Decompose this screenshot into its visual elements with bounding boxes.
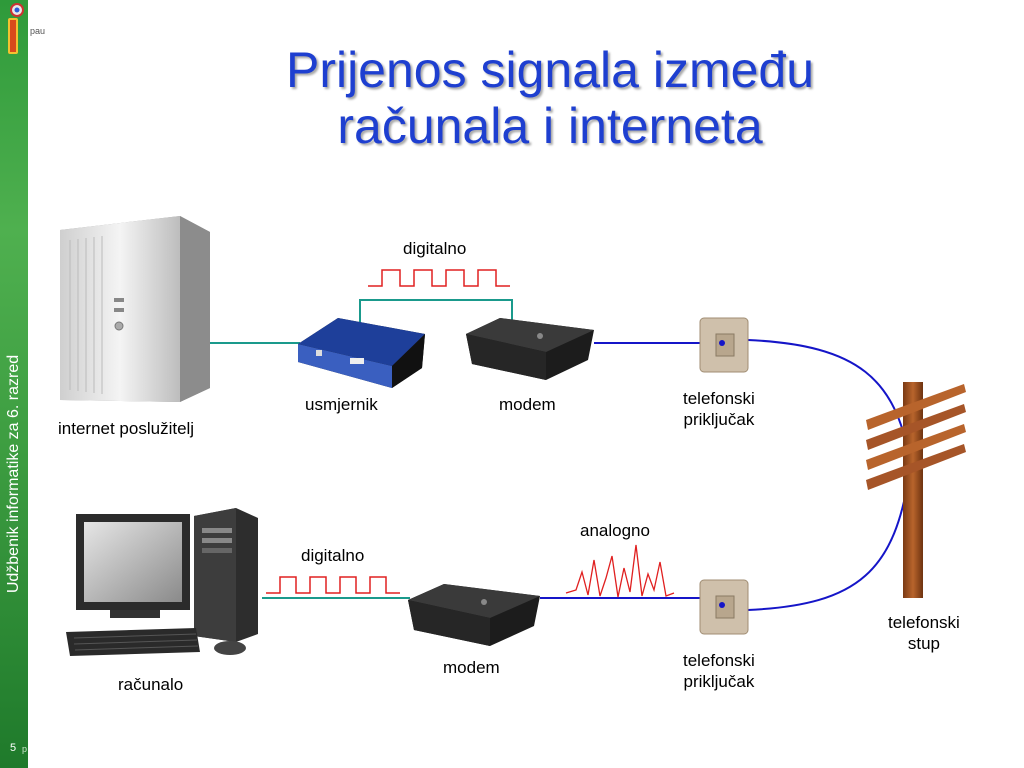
title-line-1: Prijenos signala između bbox=[285, 42, 815, 98]
digital-label-top: digitalno bbox=[403, 239, 467, 258]
digital-label-bottom: digitalno bbox=[301, 546, 365, 565]
server-icon bbox=[60, 216, 210, 402]
jack-top-label: telefonski priključak bbox=[683, 389, 755, 429]
phone-jack-bottom-icon bbox=[699, 579, 749, 635]
router-icon bbox=[298, 318, 425, 388]
modem-bottom-icon bbox=[408, 584, 540, 646]
page-number-suffix-icon: p bbox=[22, 744, 28, 754]
top-link-lines bbox=[208, 299, 513, 344]
modem-bottom-label: modem bbox=[443, 658, 500, 677]
logo-text: pau bbox=[30, 26, 46, 36]
server-label: internet poslužitelj bbox=[58, 419, 195, 438]
computer-label: računalo bbox=[118, 675, 184, 694]
modem-top-label: modem bbox=[499, 395, 556, 414]
telephone-pole-icon bbox=[866, 382, 966, 598]
digital-signal-bottom-icon bbox=[266, 576, 400, 594]
digital-signal-top-icon bbox=[368, 269, 510, 287]
title-line-2: računala i interneta bbox=[337, 98, 763, 154]
computer-icon bbox=[66, 508, 258, 656]
publisher-logo-icon bbox=[8, 3, 24, 54]
sidebar-strip: Udžbenik informatike za 6. razred 5 p bbox=[0, 0, 28, 768]
analog-label: analogno bbox=[580, 521, 650, 540]
page-number: 5 bbox=[10, 742, 17, 754]
slide-title: Prijenos signala između računala i inter… bbox=[100, 42, 1000, 154]
analog-signal-icon bbox=[565, 544, 675, 598]
modem-top-icon bbox=[466, 318, 594, 380]
jack-bottom-label: telefonski priključak bbox=[683, 651, 755, 691]
phone-jack-top-icon bbox=[699, 317, 749, 373]
pole-label: telefonski stup bbox=[888, 613, 960, 653]
phone-line-to-pole-bottom bbox=[747, 469, 911, 611]
router-label: usmjernik bbox=[305, 395, 378, 414]
